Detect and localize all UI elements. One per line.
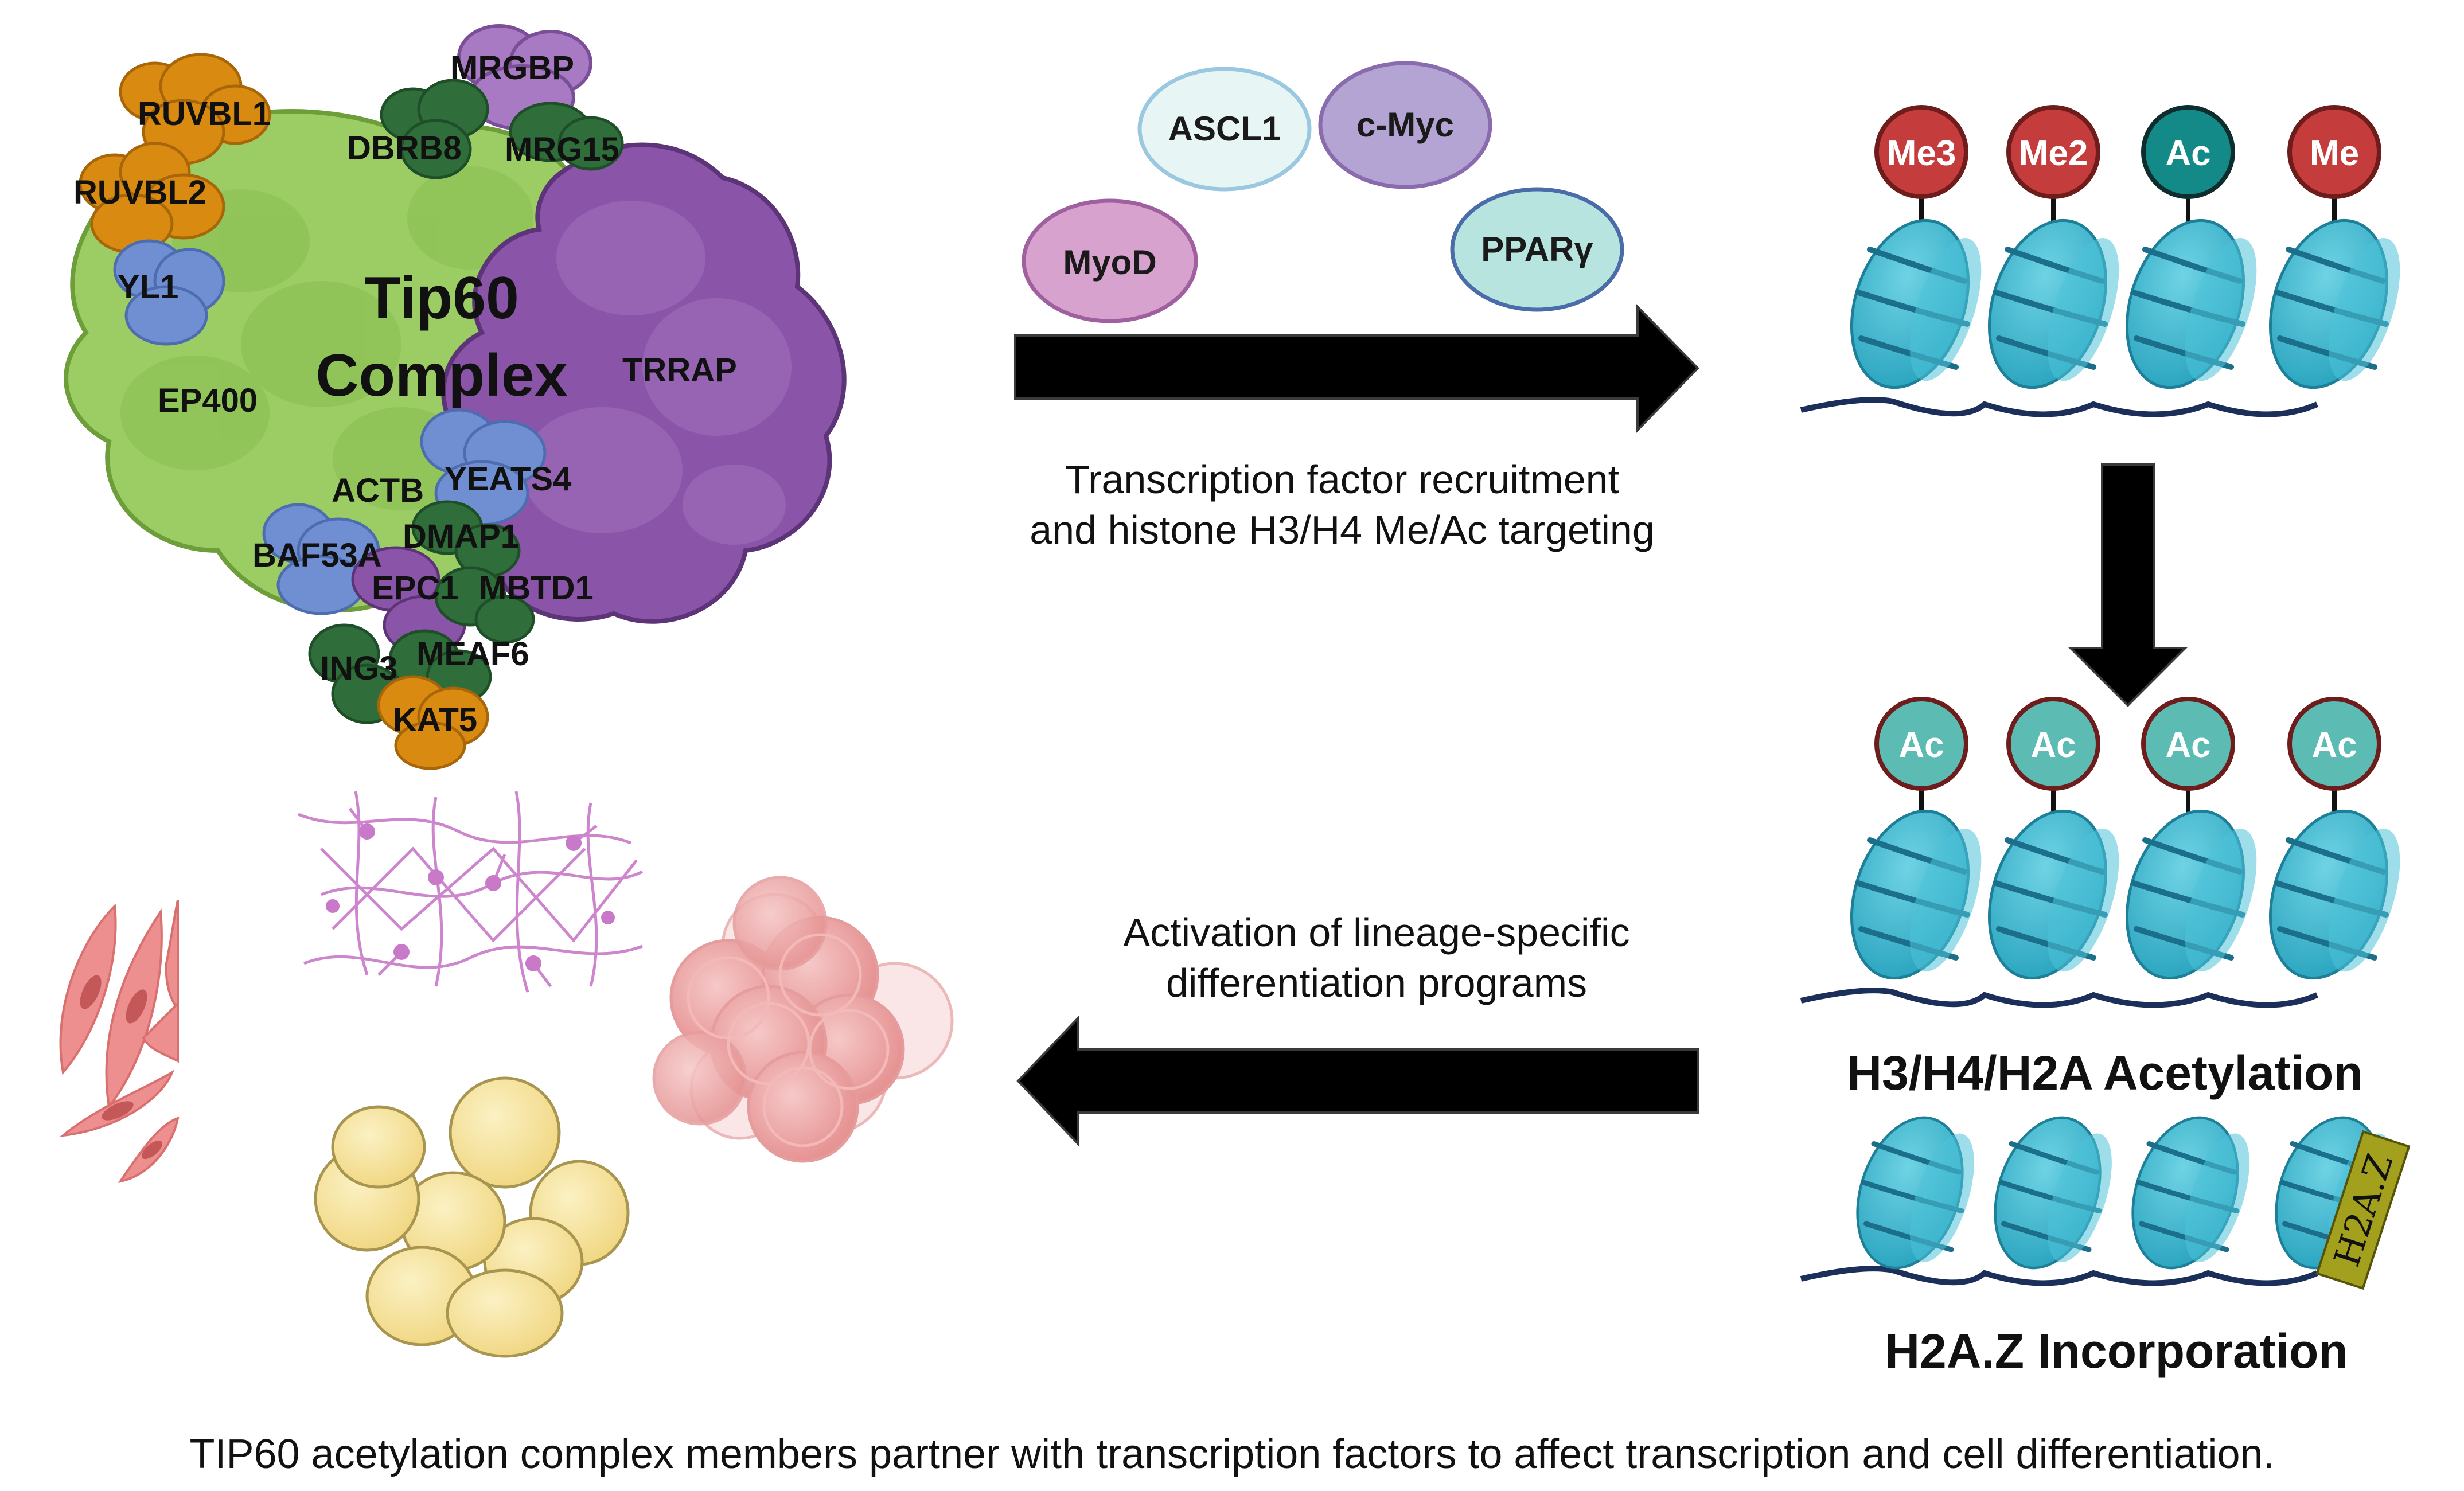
tf-myod-label: MyoD [1063,243,1156,282]
label-mrg15: MRG15 [505,131,619,168]
label-ing3: ING3 [320,650,397,687]
me2-mark [2006,105,2100,199]
dna-strand-top [1800,397,2319,417]
mrgbp-subunit-shape [457,24,592,131]
recruitment-text-line2: and histone H3/H4 Me/Ac targeting [1030,508,1655,552]
label-meaf6: MEAF6 [416,635,529,673]
dna-strand-bottom [1800,1266,2319,1286]
tip60-complex: Tip60 Complex RUVBL1 RUVBL2 YL1 EP400 DB… [64,24,847,770]
mark-label-top-0: Me3 [1887,134,1956,173]
activation-text-line2: differentiation programs [1166,961,1587,1005]
acetylation-label: H3/H4/H2A Acetylation [1847,1046,2362,1100]
mark-label-mid-0: Ac [1898,725,1944,765]
label-kat5: KAT5 [393,701,477,739]
label-epc1: EPC1 [372,569,459,607]
label-yeats4: YEATS4 [445,460,571,498]
mark-label-mid-1: Ac [2030,725,2076,765]
label-ruvbl1: RUVBL1 [138,95,271,132]
tf-pparg-label: PPARγ [1481,230,1593,268]
recruitment-text-line1: Transcription factor recruitment [1065,457,1619,502]
mark-label-mid-2: Ac [2165,725,2210,765]
neuron-network-illustration [298,791,644,993]
tf-ascl1-bubble [1137,67,1312,192]
me3-mark [1874,105,1968,199]
kat5-subunit-shape [377,675,489,770]
label-ruvbl2: RUVBL2 [73,174,206,211]
arrow-down-acetylation [2068,463,2188,707]
mark-label-top-2: Ac [2165,134,2210,173]
transcription-factors: ASCL1 c-Myc MyoD PPARγ [1022,61,1624,323]
tf-ascl1-label: ASCL1 [1168,110,1281,148]
tf-cmyc-bubble [1318,61,1492,189]
ac-mark-mid-1 [2006,697,2100,791]
label-trrap: TRRAP [622,352,737,389]
activation-text-line1: Activation of lineage-specific [1123,910,1629,955]
figure-caption: TIP60 acetylation complex members partne… [189,1431,2274,1477]
ac-mark-mid-0 [1874,697,1968,791]
label-baf53a: BAF53A [252,537,382,574]
muscle-cells-illustration [59,900,180,1183]
mark-label-top-3: Me [2310,134,2359,173]
nucleosome-row-top: Me3 Me2 Ac Me [1800,105,2415,417]
dna-strand-middle [1800,988,2319,1008]
label-actb: ACTB [332,472,424,509]
label-mrgbp: MRGBP [450,49,574,87]
nucleosome-row-middle: Ac Ac Ac Ac [1800,697,2415,1008]
nucleosome-row-bottom: H2A.Z [1800,1104,2411,1290]
ac-mark-top [2141,105,2235,199]
mark-label-mid-3: Ac [2311,725,2357,765]
yeats4-subunit-shape [420,408,547,526]
label-yl1: YL1 [118,268,178,306]
complex-title-line2: Complex [315,342,567,409]
complex-title-line1: Tip60 [364,265,519,331]
label-ep400: EP400 [158,382,258,419]
h2az-tag [2315,1130,2411,1290]
neuron-cell-bodies [326,823,615,971]
label-dmap1: DMAP1 [403,518,519,555]
incorporation-label: H2A.Z Incorporation [1885,1324,2348,1378]
trrap-texture [522,201,792,545]
dmap1-mbtd1-subunit-shape [411,500,535,644]
ac-mark-mid-3 [2287,697,2381,791]
ruvbl1-subunit-shape [119,53,271,165]
tf-myod-bubble [1022,198,1198,323]
me-mark [2287,105,2381,199]
dbrb8-mrg15-subunit-shape [380,79,624,179]
adipocyte-cluster-illustration [314,1076,630,1358]
ac-mark-mid-2 [2141,697,2235,791]
ruvbl2-subunit-shape [79,142,225,254]
label-dbrb8: DBRB8 [347,130,462,167]
arrow-left-activation [1016,1015,1699,1147]
mark-label-top-1: Me2 [2019,134,2088,173]
stem-cell-colony-illustration [652,876,954,1163]
arrow-right-recruitment [1014,304,1699,433]
tf-pparg-bubble [1450,187,1624,312]
tf-cmyc-label: c-Myc [1356,106,1454,144]
yl1-subunit-shape [113,239,225,346]
label-mbtd1: MBTD1 [479,569,594,607]
